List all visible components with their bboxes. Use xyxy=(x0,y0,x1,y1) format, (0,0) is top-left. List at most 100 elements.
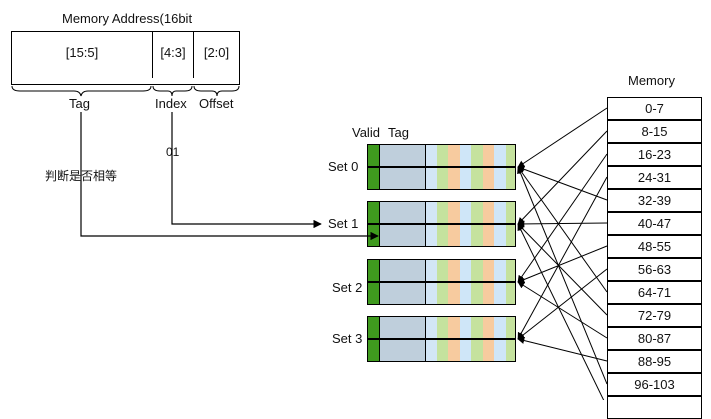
offset-field-label: Offset xyxy=(199,96,234,111)
data-byte xyxy=(425,225,437,246)
mapping-arrow xyxy=(517,166,608,293)
data-byte xyxy=(494,283,506,304)
data-byte xyxy=(459,260,471,281)
data-byte xyxy=(425,317,437,338)
memory-title: Memory xyxy=(628,73,675,88)
tag-cell xyxy=(379,317,425,338)
data-byte xyxy=(482,145,494,166)
tag-divider xyxy=(425,168,426,189)
data-byte xyxy=(505,340,515,361)
data-byte xyxy=(425,260,437,281)
data-byte xyxy=(436,283,448,304)
set-1-label: Set 1 xyxy=(328,216,359,231)
data-byte xyxy=(459,317,471,338)
valid-divider xyxy=(379,340,380,361)
data-byte xyxy=(494,260,506,281)
tag-column-label: Tag xyxy=(388,125,409,140)
tag-cell xyxy=(379,168,425,189)
tag-divider xyxy=(425,225,426,246)
mapping-arrow xyxy=(517,153,608,283)
valid-bit xyxy=(368,202,379,223)
data-byte xyxy=(494,340,506,361)
valid-column-label: Valid xyxy=(352,125,380,140)
memory-block: 48-55 xyxy=(607,235,702,258)
mapping-arrow xyxy=(517,165,608,201)
memory-block: 8-15 xyxy=(607,120,702,143)
data-byte xyxy=(505,168,515,189)
data-byte xyxy=(448,168,460,189)
data-byte xyxy=(459,168,471,189)
data-byte xyxy=(436,145,448,166)
data-byte xyxy=(459,340,471,361)
data-byte xyxy=(482,168,494,189)
data-byte xyxy=(471,317,483,338)
memory-block: 0-7 xyxy=(607,97,702,120)
set-3-label: Set 3 xyxy=(332,331,363,346)
data-byte xyxy=(471,168,483,189)
valid-bit xyxy=(368,168,379,189)
data-byte xyxy=(505,145,515,166)
tag-cell xyxy=(379,340,425,361)
valid-bit xyxy=(368,340,379,361)
data-byte xyxy=(482,225,494,246)
data-byte xyxy=(505,202,515,223)
compare-note-label: 判断是否相等 xyxy=(43,167,120,184)
data-byte xyxy=(436,260,448,281)
data-byte xyxy=(448,225,460,246)
mapping-arrow xyxy=(517,130,608,225)
data-byte xyxy=(448,202,460,223)
data-byte xyxy=(448,340,460,361)
mapping-arrow xyxy=(517,281,608,339)
tag-cell xyxy=(379,260,425,281)
tag-cell xyxy=(379,202,425,223)
tag-divider xyxy=(425,283,426,304)
valid-divider xyxy=(379,225,380,246)
data-byte xyxy=(436,340,448,361)
memory-block: 56-63 xyxy=(607,258,702,281)
valid-divider xyxy=(379,317,380,338)
data-byte xyxy=(482,340,494,361)
cache-line xyxy=(367,316,516,339)
data-byte xyxy=(459,225,471,246)
valid-bit xyxy=(368,225,379,246)
memory-block: 32-39 xyxy=(607,189,702,212)
data-byte xyxy=(425,145,437,166)
valid-bit xyxy=(368,317,379,338)
index-brace xyxy=(152,85,193,97)
data-byte xyxy=(471,145,483,166)
data-byte xyxy=(448,317,460,338)
index-select-arrow xyxy=(171,112,322,229)
valid-divider xyxy=(379,260,380,281)
data-byte xyxy=(471,202,483,223)
mapping-arrow xyxy=(517,220,608,228)
data-byte xyxy=(505,260,515,281)
data-byte xyxy=(459,202,471,223)
data-byte xyxy=(494,225,506,246)
data-byte xyxy=(505,283,515,304)
memory-block: 64-71 xyxy=(607,281,702,304)
tag-cell xyxy=(379,283,425,304)
tag-bits-text: [15:5] xyxy=(65,45,99,60)
tag-cell xyxy=(379,225,425,246)
data-byte xyxy=(494,202,506,223)
memory-block: 80-87 xyxy=(607,327,702,350)
valid-divider xyxy=(379,168,380,189)
data-byte xyxy=(448,260,460,281)
data-byte xyxy=(482,283,494,304)
index-value-label: 01 xyxy=(165,145,181,159)
valid-divider xyxy=(379,283,380,304)
cache-line xyxy=(367,144,516,167)
mapping-arrow xyxy=(517,223,605,400)
address-title: Memory Address(16bit xyxy=(62,11,193,26)
tag-divider xyxy=(425,202,426,223)
cache-line xyxy=(367,259,516,282)
data-byte xyxy=(425,340,437,361)
index-bits-text: [4:3] xyxy=(160,45,186,60)
valid-bit xyxy=(368,260,379,281)
cache-line xyxy=(367,339,516,362)
data-byte xyxy=(436,168,448,189)
offset-bits-text: [2:0] xyxy=(203,45,230,60)
data-byte xyxy=(494,317,506,338)
memory-block: 40-47 xyxy=(607,212,702,235)
data-byte xyxy=(436,317,448,338)
